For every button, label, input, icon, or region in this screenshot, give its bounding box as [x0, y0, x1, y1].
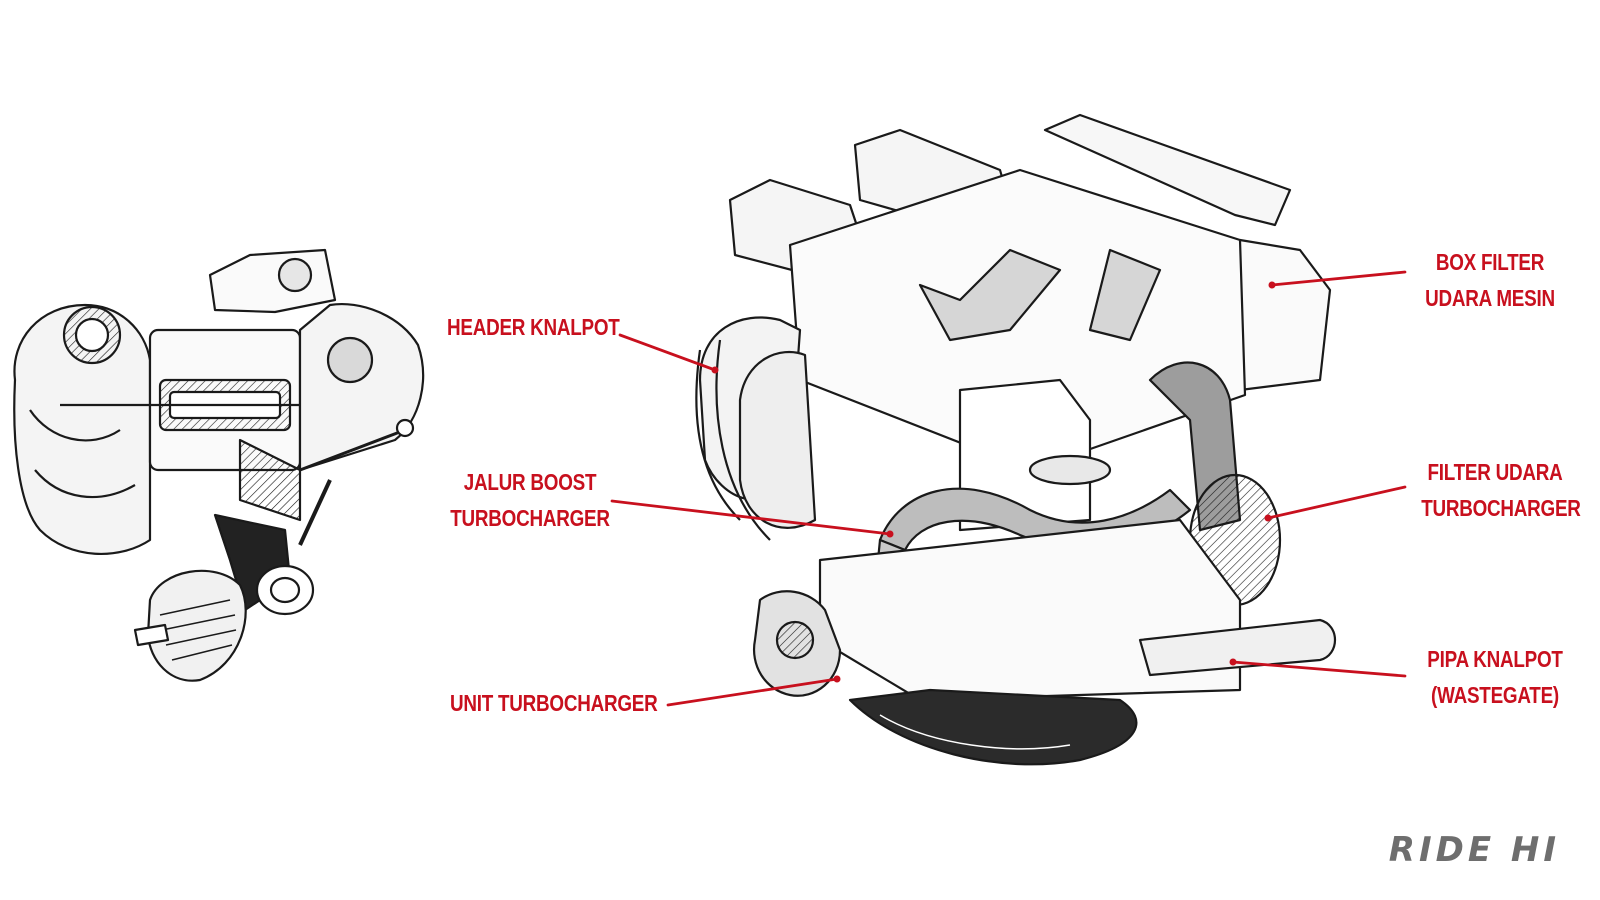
label-jalur-boost-line1: JALUR BOOST [463, 469, 597, 495]
label-filter-udara: FILTER UDARA TURBOCHARGER [1421, 454, 1581, 526]
label-pipa-knalpot-line2: (WASTEGATE) [1431, 682, 1559, 708]
engine-drawing-icon [695, 113, 1336, 766]
leader-pipa-knalpot [1231, 660, 1407, 678]
leader-filter-udara [1266, 485, 1407, 520]
label-box-filter: BOX FILTER UDARA MESIN [1420, 244, 1559, 316]
label-box-filter-line1: BOX FILTER [1435, 249, 1545, 275]
label-jalur-boost: JALUR BOOST TURBOCHARGER [448, 464, 612, 536]
label-jalur-boost-line2: TURBOCHARGER [450, 505, 610, 531]
leader-jalur-boost [610, 499, 892, 536]
label-pipa-knalpot-line1: PIPA KNALPOT [1427, 646, 1563, 672]
label-header-knalpot: HEADER KNALPOT [447, 309, 620, 345]
leader-lines [610, 270, 1407, 707]
turbocharger-drawing-icon [13, 248, 425, 682]
label-unit-turbocharger-text: UNIT TURBOCHARGER [450, 690, 658, 716]
leader-box-filter [1270, 270, 1407, 287]
leader-header-knalpot [618, 333, 717, 372]
label-header-knalpot-text: HEADER KNALPOT [447, 314, 620, 340]
label-filter-udara-line1: FILTER UDARA [1427, 459, 1563, 485]
brand-logo: RIDE HI [1388, 830, 1560, 870]
label-filter-udara-line2: TURBOCHARGER [1421, 495, 1581, 521]
label-unit-turbocharger: UNIT TURBOCHARGER [450, 685, 658, 721]
leader-dots [711, 281, 1276, 683]
leader-unit-turbo [666, 677, 839, 707]
label-pipa-knalpot: PIPA KNALPOT (WASTEGATE) [1421, 641, 1569, 713]
label-box-filter-line2: UDARA MESIN [1425, 285, 1555, 311]
